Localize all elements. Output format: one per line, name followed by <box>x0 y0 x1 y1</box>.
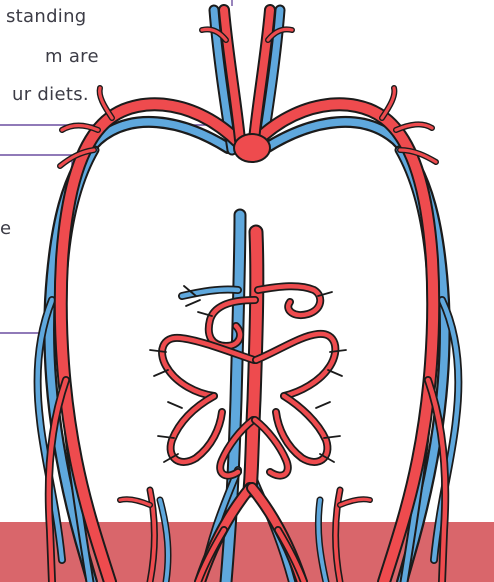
heart-shape <box>234 134 270 162</box>
label-guide-lines <box>0 0 232 333</box>
arteries <box>49 10 445 582</box>
